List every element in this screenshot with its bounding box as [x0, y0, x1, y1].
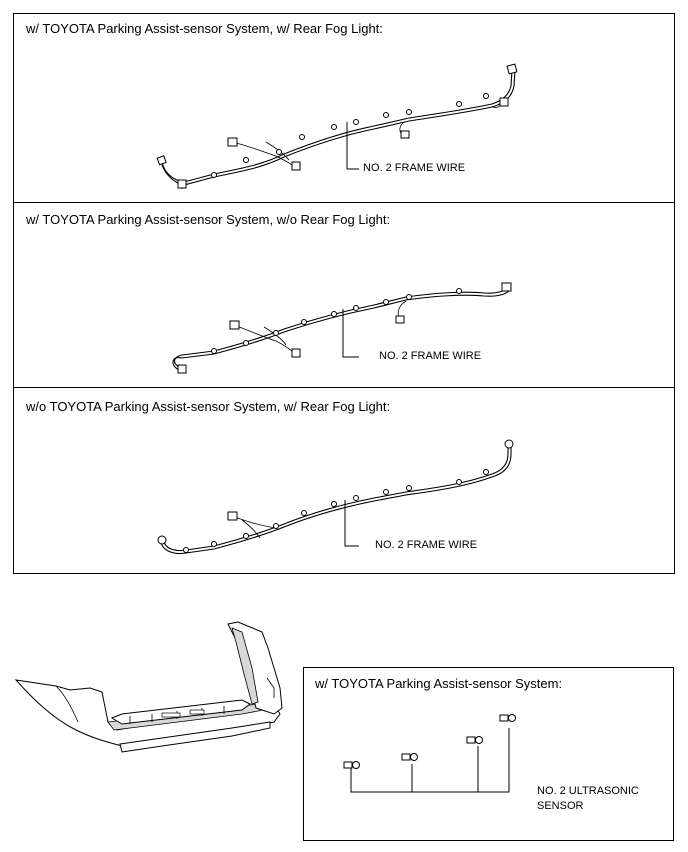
- sensor-callout-line2: SENSOR: [537, 800, 584, 812]
- wire-panel-1: w/ TOYOTA Parking Assist-sensor System, …: [13, 13, 675, 203]
- rear-bumper-illustration: [14, 621, 283, 753]
- panel-2-title: w/ TOYOTA Parking Assist-sensor System, …: [26, 212, 391, 227]
- frame-wire-illustration-3: [157, 439, 514, 555]
- sensor-4: [499, 714, 516, 722]
- panel-3-title: w/o TOYOTA Parking Assist-sensor System,…: [26, 399, 391, 414]
- sensor-callout-line1: NO. 2 ULTRASONIC: [537, 785, 639, 797]
- panel-1-title: w/ TOYOTA Parking Assist-sensor System, …: [26, 21, 383, 36]
- sensor-panel: w/ TOYOTA Parking Assist-sensor System: …: [303, 667, 674, 841]
- wire-panel-2: w/ TOYOTA Parking Assist-sensor System, …: [13, 202, 675, 388]
- panel-1-callout: NO. 2 FRAME WIRE: [363, 162, 466, 174]
- ultrasonic-sensors-illustration: [343, 714, 516, 793]
- sensor-1: [343, 761, 360, 769]
- panel-3-callout: NO. 2 FRAME WIRE: [375, 539, 478, 551]
- sensor-3: [466, 736, 483, 744]
- frame-wire-illustration-2: [172, 282, 512, 374]
- wire-panel-3: w/o TOYOTA Parking Assist-sensor System,…: [13, 387, 675, 574]
- sensor-panel-title: w/ TOYOTA Parking Assist-sensor System:: [315, 676, 563, 691]
- frame-wire-illustration-1: [156, 63, 518, 189]
- panel-2-callout: NO. 2 FRAME WIRE: [379, 350, 482, 362]
- sensor-2: [401, 753, 418, 761]
